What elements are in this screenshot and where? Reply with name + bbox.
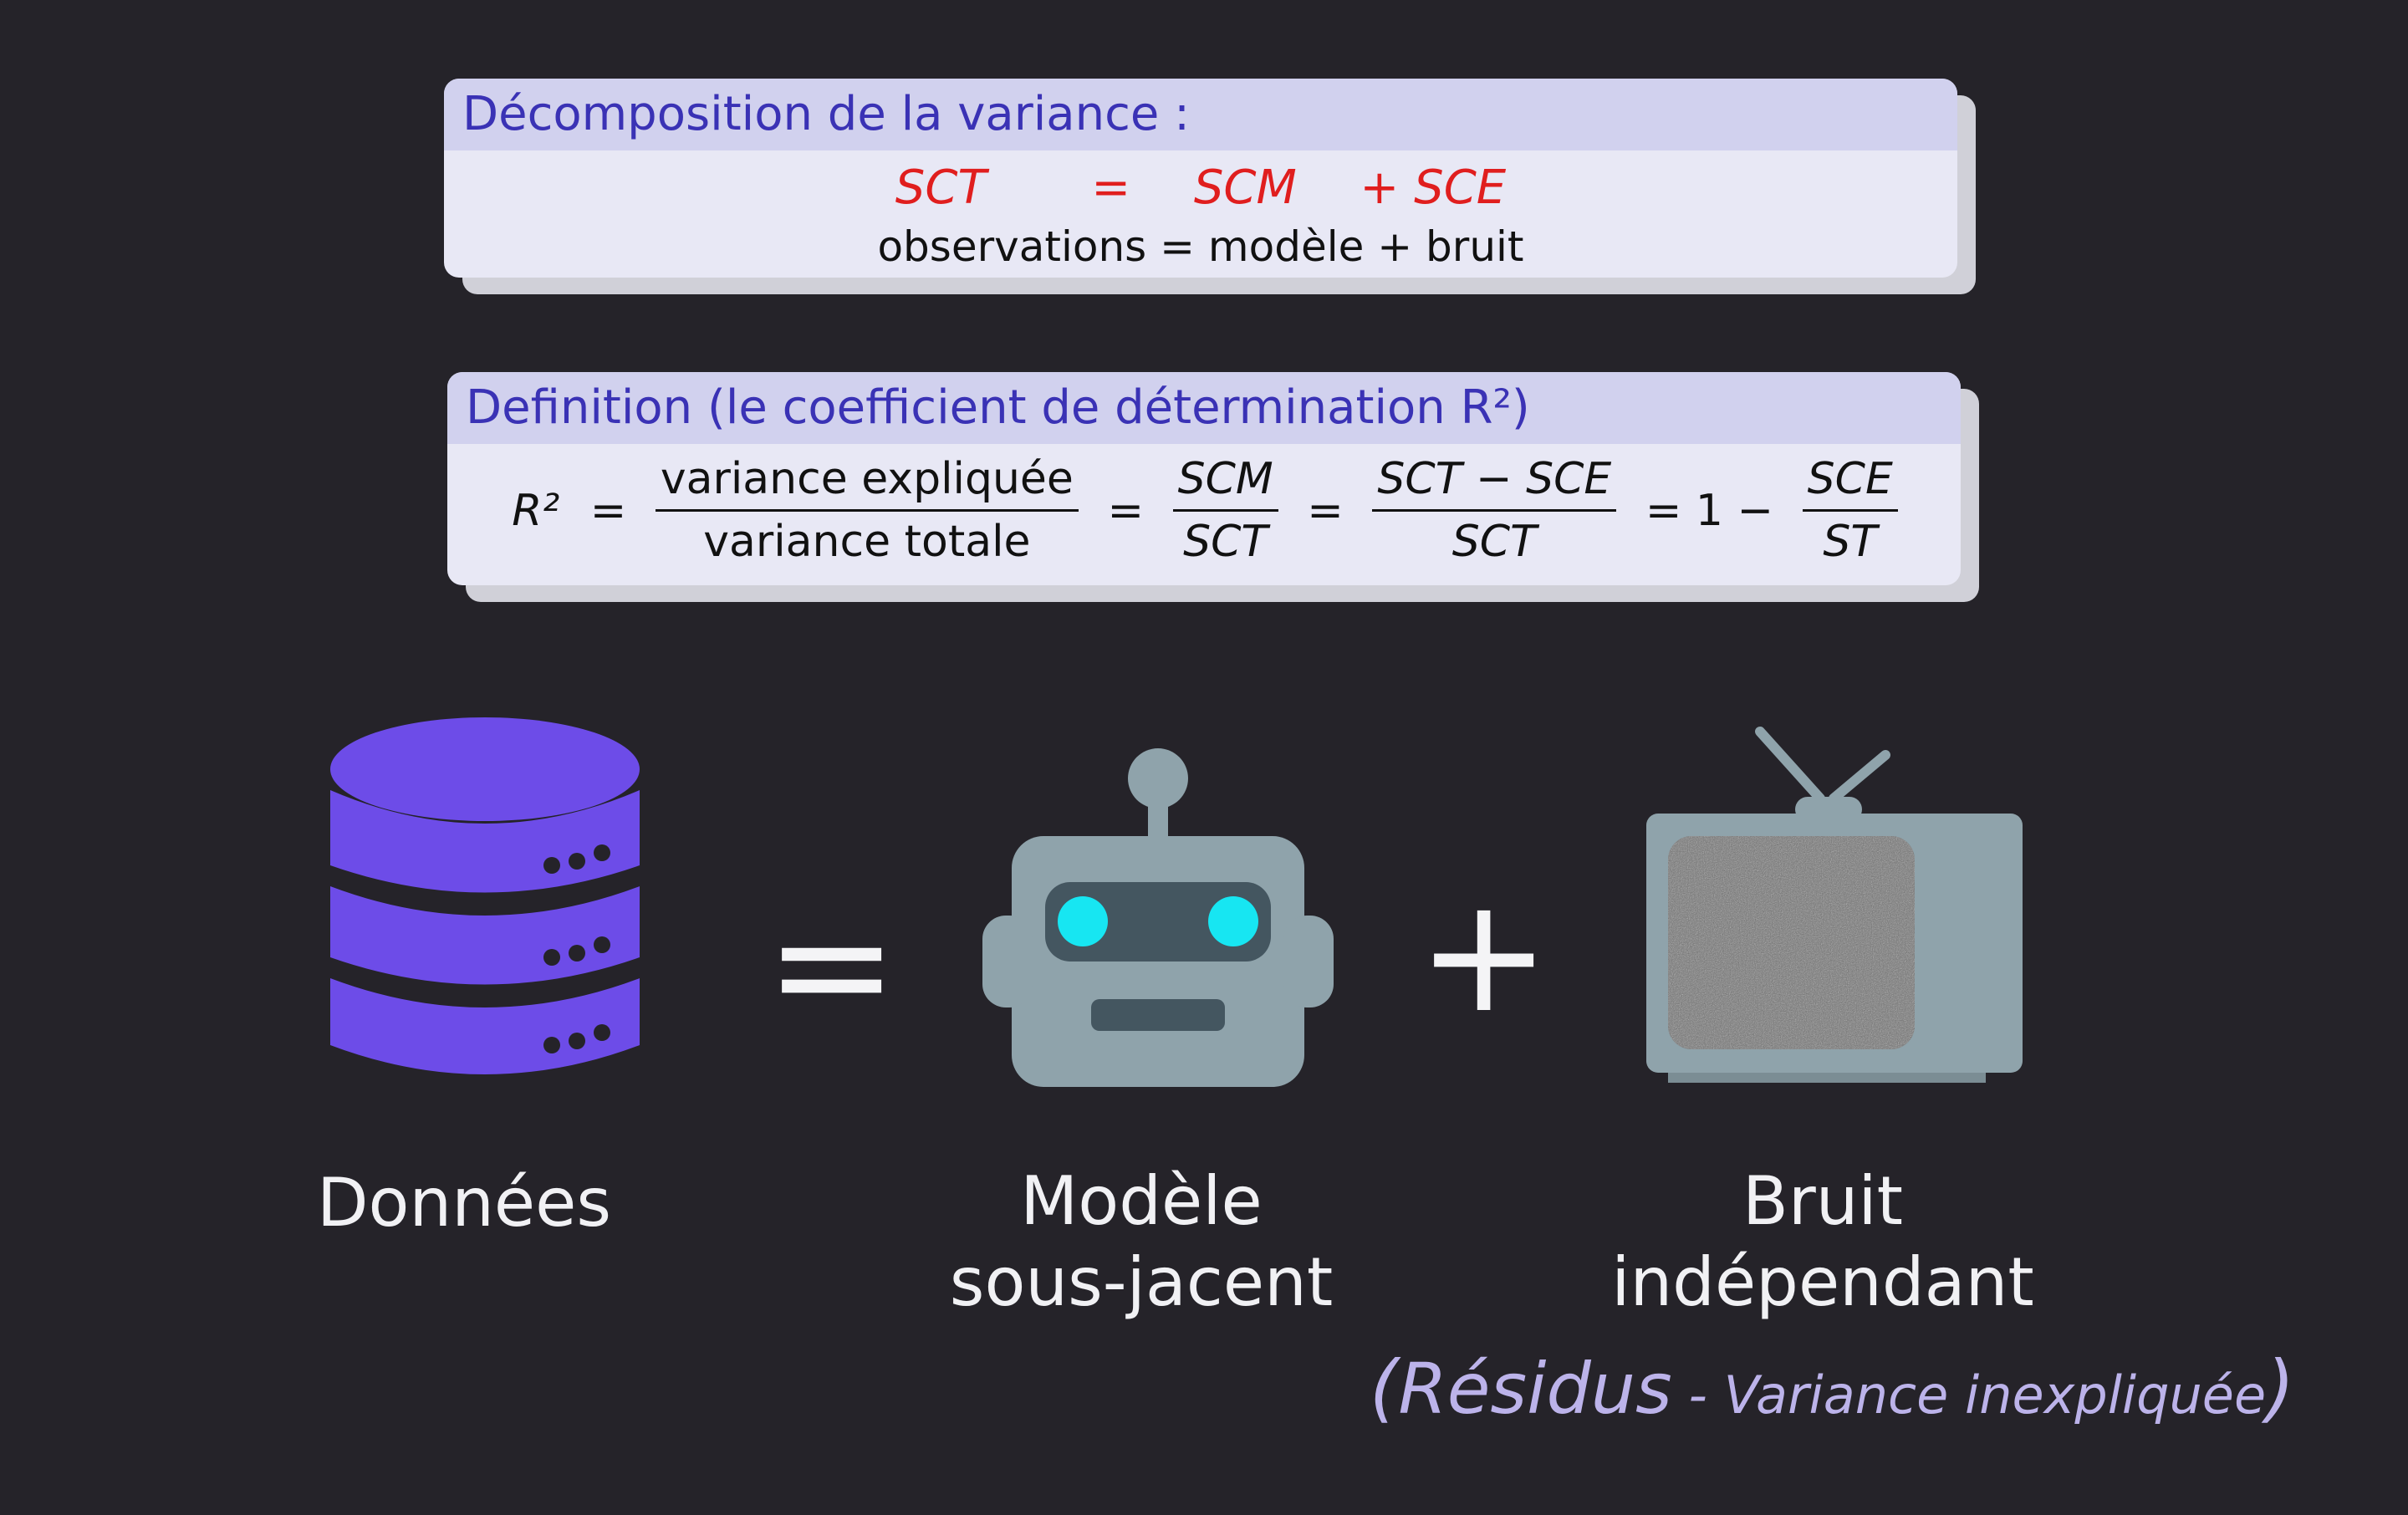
sct-term: SCT xyxy=(895,161,987,215)
diagram-equals-sign: = xyxy=(765,873,899,1058)
fraction-sct-minus-sce: SCT − SCE SCT xyxy=(1372,449,1617,572)
residus-note: (Résidus - Variance inexpliquée) xyxy=(1370,1338,2294,1438)
block-title: Décomposition de la variance : xyxy=(444,79,1957,150)
noise-caption-line2: indépendant xyxy=(1611,1243,2034,1321)
data-caption: Données xyxy=(316,1164,612,1242)
robot-icon xyxy=(982,748,1334,1087)
variance-words: observations = modèle + bruit xyxy=(877,222,1524,271)
residus-word: Résidus xyxy=(1398,1348,1672,1430)
variance-equation: SCT = SCM + SCE xyxy=(444,159,1957,217)
r2-symbol: R² xyxy=(512,485,560,536)
equals-sign: = xyxy=(1307,485,1344,536)
variance-decomposition-block: Décomposition de la variance : SCT = SCM… xyxy=(444,79,1957,278)
fraction-numerator: SCT − SCE xyxy=(1372,449,1617,512)
equals-sign: = xyxy=(1091,161,1131,215)
model-caption-line2: sous-jacent xyxy=(949,1243,1334,1321)
fraction-variance: variance expliquée variance totale xyxy=(655,449,1079,572)
equals-sign: = xyxy=(589,485,627,536)
fraction-numerator: variance expliquée xyxy=(655,449,1079,512)
residus-open-paren: ( xyxy=(1370,1344,1399,1431)
diagram-plus-sign: + xyxy=(1417,863,1551,1048)
r2-definition-block: Definition (le coefficient de déterminat… xyxy=(447,372,1961,585)
fraction-denominator: SCT xyxy=(1451,517,1537,567)
tv-static-icon xyxy=(1646,727,2023,1083)
fraction-numerator: SCM xyxy=(1172,449,1278,512)
residus-rest: - Variance inexpliquée xyxy=(1671,1365,2267,1426)
noise-caption-line1: Bruit xyxy=(1742,1162,1904,1240)
residus-close-paren: ) xyxy=(2266,1344,2295,1431)
block-title: Definition (le coefficient de déterminat… xyxy=(447,372,1961,444)
fraction-denominator: SCT xyxy=(1183,517,1268,567)
plus-sign: + xyxy=(1360,161,1400,215)
fraction-denominator: variance totale xyxy=(703,517,1031,567)
scm-term: SCM xyxy=(1193,161,1297,215)
fraction-scm-sct: SCM SCT xyxy=(1172,449,1278,572)
fraction-numerator: SCE xyxy=(1802,449,1898,512)
model-caption-line1: Modèle xyxy=(1020,1162,1263,1240)
equals-sign: = xyxy=(1107,485,1145,536)
equals-one-minus: = 1 − xyxy=(1645,485,1774,536)
fraction-denominator: ST xyxy=(1823,517,1878,567)
fraction-sce-st: SCE ST xyxy=(1802,449,1898,572)
database-icon xyxy=(330,717,640,1074)
sce-term: SCE xyxy=(1414,161,1507,215)
r2-formula: R² = variance expliquée variance totale … xyxy=(447,449,1961,572)
